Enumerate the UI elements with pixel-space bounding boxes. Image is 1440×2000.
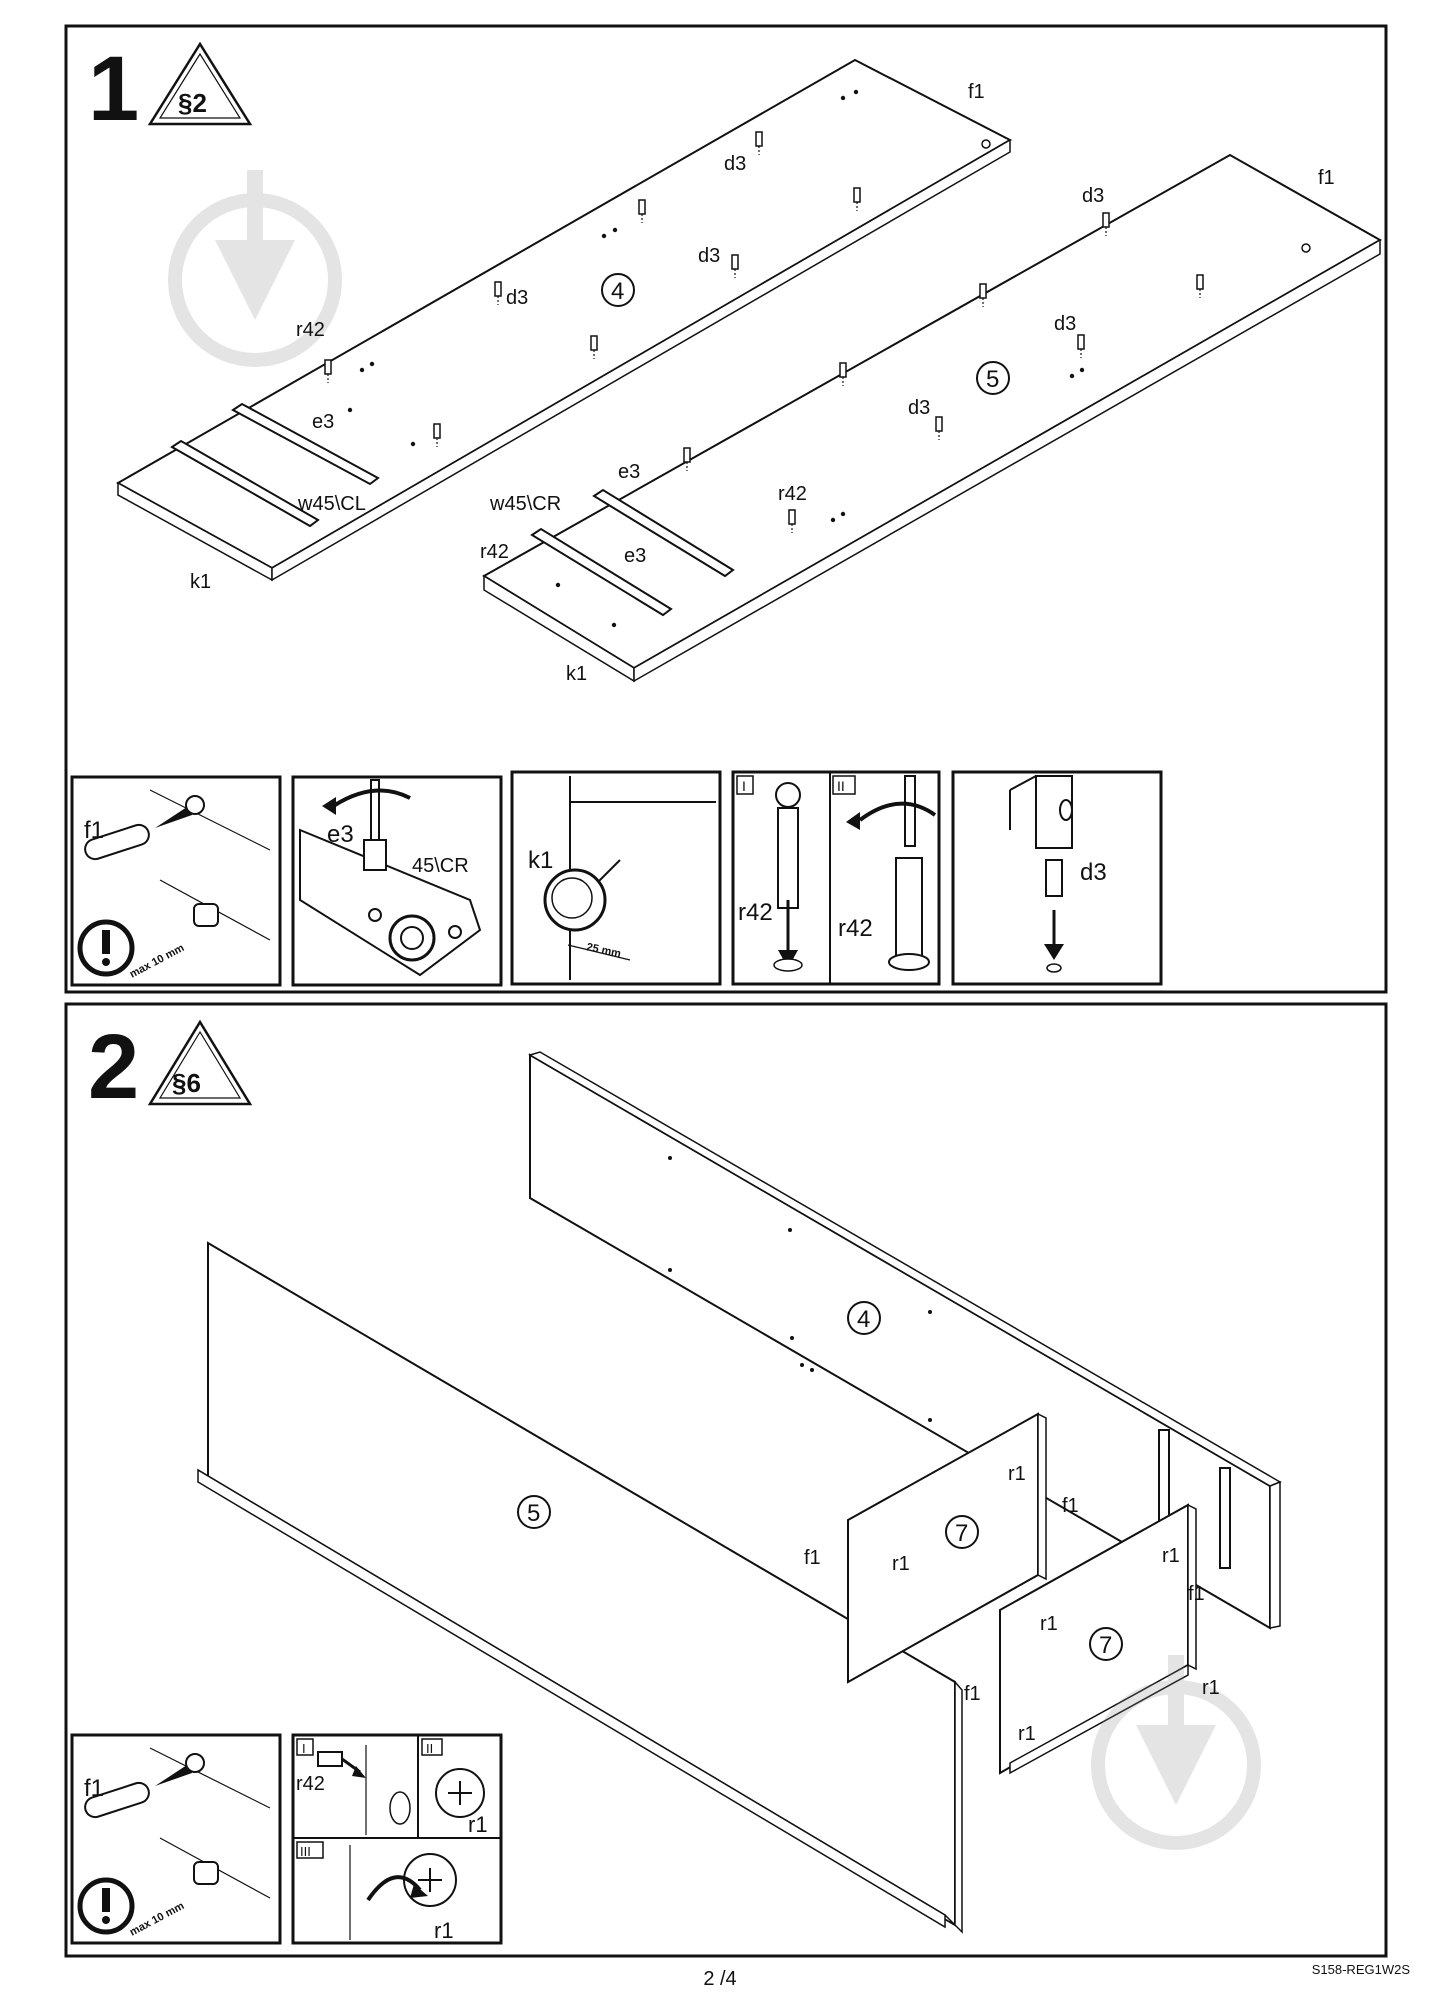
watermark-logo (1091, 1655, 1261, 1850)
detail-e3-label: e3 (327, 821, 354, 848)
detail-r42-label: r42 (738, 899, 773, 926)
svg-text:§2: §2 (178, 88, 207, 118)
divider-panel-7-right: 7 (999, 1503, 1197, 1775)
label-r1: r1 (1162, 1545, 1180, 1567)
stage-III: III (300, 1844, 311, 1859)
label-f1: f1 (804, 1547, 821, 1569)
detail-d3-label: d3 (1080, 859, 1107, 886)
label-w45cl: w45\CL (297, 493, 366, 515)
label-f1: f1 (964, 1683, 981, 1705)
detail-box-d3: d3 (951, 770, 1163, 986)
detail-f1-label: f1 (84, 1775, 104, 1802)
people-badge-step-1: §2 (147, 41, 253, 126)
label-d3: d3 (1082, 185, 1104, 207)
detail-rail-label: 45\CR (412, 855, 469, 877)
detail-r1-label: r1 (468, 1812, 488, 1837)
panel-5: 5 (482, 153, 1383, 683)
back-panel-4: 4 (528, 1051, 1282, 1630)
people-badge-step-2: §6 (147, 1019, 253, 1106)
detail-box-k1: k1 25 mm (510, 770, 722, 986)
label-f1: f1 (1062, 1495, 1079, 1517)
step-2-number: 2 (88, 1016, 139, 1118)
drawer-rail-w45cl (170, 402, 380, 528)
svg-text:4: 4 (611, 278, 624, 305)
detail-f1-label: f1 (84, 817, 104, 844)
step-2-frame (64, 1002, 1388, 1958)
label-k1: k1 (190, 571, 211, 593)
label-d3: d3 (724, 153, 746, 175)
detail-box-cam-lock: I II III r42 r1 r1 (291, 1733, 503, 1945)
holes-step-1 (347, 89, 1311, 628)
svg-text:7: 7 (1099, 1632, 1112, 1659)
label-k1: k1 (566, 663, 587, 685)
step-1-frame (64, 24, 1388, 994)
label-r1: r1 (1202, 1677, 1220, 1699)
part-number-4-circle (847, 1301, 881, 1335)
label-r1: r1 (892, 1553, 910, 1575)
part-number-5-circle (976, 361, 1010, 395)
part-number-7-circle (945, 1515, 979, 1549)
label-w45cr: w45\CR (489, 493, 561, 515)
stage-I: I (742, 778, 746, 794)
detail-box-r42: I II r42 r42 (731, 770, 941, 986)
callout-labels-step-1: f1 f1 d3 d3 d3 d3 d3 d3 r42 r42 r42 e3 e… (190, 81, 1335, 685)
label-e3: e3 (312, 411, 334, 433)
detail-r42-label-2: r42 (838, 915, 873, 942)
stage-II: II (837, 778, 845, 794)
watermark-logo (168, 170, 342, 367)
detail-box-e3: e3 45\CR (291, 775, 503, 987)
label-f1: f1 (968, 81, 985, 103)
callout-labels-step-2: r1 r1 r1 r1 r1 r1 f1 f1 f1 f1 (804, 1463, 1220, 1745)
detail-box-f1-step-2: f1 max 10 mm (70, 1733, 282, 1945)
svg-text:§6: §6 (172, 1068, 201, 1098)
svg-text:5: 5 (986, 366, 999, 393)
part-number-4-circle (601, 273, 635, 307)
drawer-rail-w45cr (530, 488, 735, 617)
stage-I: I (302, 1741, 306, 1756)
detail-r42-label: r42 (296, 1773, 325, 1795)
stage-II: II (426, 1741, 433, 1756)
panel-4: 4 (115, 58, 1013, 582)
svg-text:4: 4 (857, 1306, 870, 1333)
step-1-number: 1 (88, 38, 139, 140)
divider-panel-7-left: 7 (847, 1412, 1047, 1684)
detail-k1-label: k1 (528, 847, 553, 874)
label-f1: f1 (1318, 167, 1335, 189)
svg-text:7: 7 (955, 1520, 968, 1547)
label-r42: r42 (296, 319, 325, 341)
part-number-5-circle (517, 1495, 551, 1529)
label-d3: d3 (506, 287, 528, 309)
detail-r1-label: r1 (434, 1918, 454, 1943)
front-panel-5: 5 (197, 1241, 963, 1934)
label-r1: r1 (1040, 1613, 1058, 1635)
label-e3: e3 (624, 545, 646, 567)
label-d3: d3 (1054, 313, 1076, 335)
page-number: 2 /4 (703, 1968, 737, 1990)
label-r42: r42 (778, 483, 807, 505)
svg-text:5: 5 (527, 1500, 540, 1527)
document-code: S158-REG1W2S (1311, 1962, 1410, 1977)
label-e3: e3 (618, 461, 640, 483)
part-number-7-circle (1089, 1627, 1123, 1661)
label-r42: r42 (480, 541, 509, 563)
label-d3: d3 (908, 397, 930, 419)
label-r1: r1 (1008, 1463, 1026, 1485)
detail-box-f1: f1 max 10 mm (70, 775, 282, 987)
label-f1: f1 (1188, 1583, 1205, 1605)
label-d3: d3 (698, 245, 720, 267)
label-r1: r1 (1018, 1723, 1036, 1745)
